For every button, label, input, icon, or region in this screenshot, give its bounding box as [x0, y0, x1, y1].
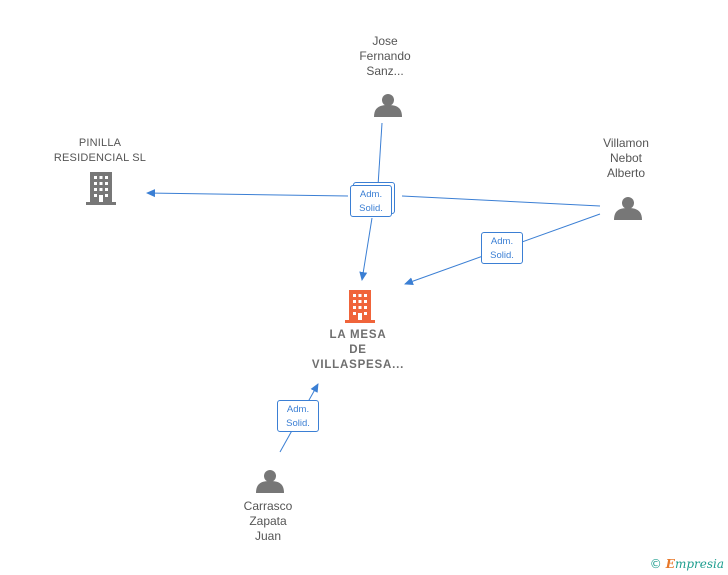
- edge-jose-stub: [377, 122, 383, 187]
- main-company-building-icon[interactable]: [345, 290, 375, 323]
- node-label-carrasco[interactable]: Carrasco Zapata Juan: [243, 499, 293, 543]
- brand-footer: ©Empresia: [650, 557, 724, 571]
- node-label-pinilla[interactable]: PINILLA RESIDENCIAL SL: [53, 137, 147, 164]
- person-icon[interactable]: [256, 470, 284, 493]
- node-label-lamesa[interactable]: LA MESA DE VILLASPESA...: [311, 329, 405, 371]
- edge-jose-to-lamesa: [359, 217, 373, 281]
- edge-label-center[interactable]: Adm. Solid.: [350, 185, 392, 217]
- person-icon[interactable]: [374, 94, 402, 117]
- brand-logo-initial: E: [665, 557, 675, 571]
- building-icon[interactable]: [86, 172, 116, 205]
- edge-label-carrasco[interactable]: Adm. Solid.: [277, 400, 319, 432]
- edge-label-villamon[interactable]: Adm. Solid.: [481, 232, 523, 264]
- copyright-symbol: ©: [649, 557, 662, 571]
- edge-villamon-link: [401, 195, 601, 207]
- node-label-jose[interactable]: Jose Fernando Sanz...: [359, 34, 411, 78]
- edge-to-pinilla: [146, 189, 349, 198]
- person-icon[interactable]: [614, 197, 642, 220]
- node-label-villamon[interactable]: Villamon Nebot Alberto: [603, 136, 649, 180]
- brand-logo-text: mpresia: [674, 557, 724, 571]
